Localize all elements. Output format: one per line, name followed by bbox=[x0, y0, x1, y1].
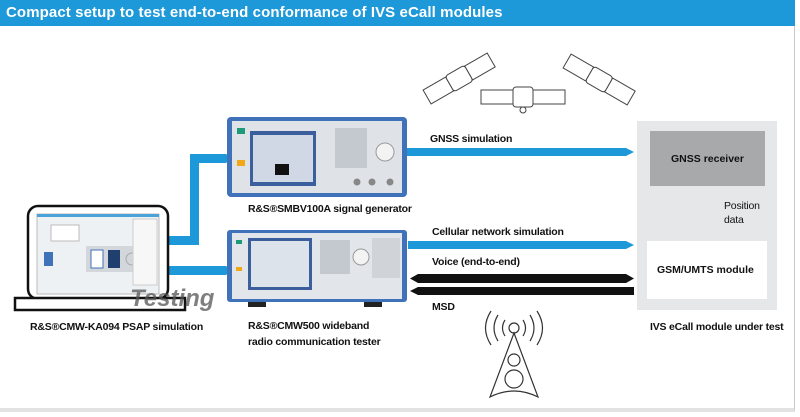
gnss-simulation-label: GNSS simulation bbox=[430, 133, 513, 145]
psap-to-cmw-link bbox=[168, 266, 232, 275]
gsm-module-box: GSM/UMTS module bbox=[647, 241, 767, 299]
svg-text:Testing: Testing bbox=[130, 285, 215, 312]
radio-tester-icon bbox=[227, 230, 407, 307]
cell-tower-icon bbox=[484, 310, 544, 399]
position-data-label-line1: Position bbox=[724, 200, 760, 212]
psap-label: R&S®CMW-KA094 PSAP simulation bbox=[30, 321, 204, 333]
laptop-icon bbox=[13, 204, 187, 312]
cmw-label-line1: R&S®CMW500 wideband bbox=[248, 320, 370, 332]
cellular-simulation-label: Cellular network simulation bbox=[432, 226, 564, 238]
satellite-icon bbox=[422, 52, 636, 114]
voice-arrow bbox=[410, 274, 634, 283]
voice-label: Voice (end-to-end) bbox=[432, 256, 520, 268]
gnss-simulation-arrow bbox=[404, 148, 634, 156]
watermark-logo: Testing bbox=[130, 285, 215, 312]
smbv-label: R&S®SMBV100A signal generator bbox=[248, 203, 412, 215]
dut-caption: IVS eCall module under test bbox=[650, 321, 784, 333]
cmw-label-line2: radio communication tester bbox=[248, 336, 381, 348]
msd-arrow bbox=[410, 287, 634, 295]
gnss-receiver-box: GNSS receiver bbox=[650, 131, 765, 186]
psap-to-smbv-link bbox=[168, 154, 232, 245]
signal-generator-icon bbox=[227, 117, 407, 197]
cellular-simulation-arrow bbox=[408, 241, 634, 249]
diagram-title: Compact setup to test end-to-end conform… bbox=[0, 0, 795, 26]
position-data-label-line2: data bbox=[724, 214, 744, 226]
msd-label: MSD bbox=[432, 301, 455, 313]
